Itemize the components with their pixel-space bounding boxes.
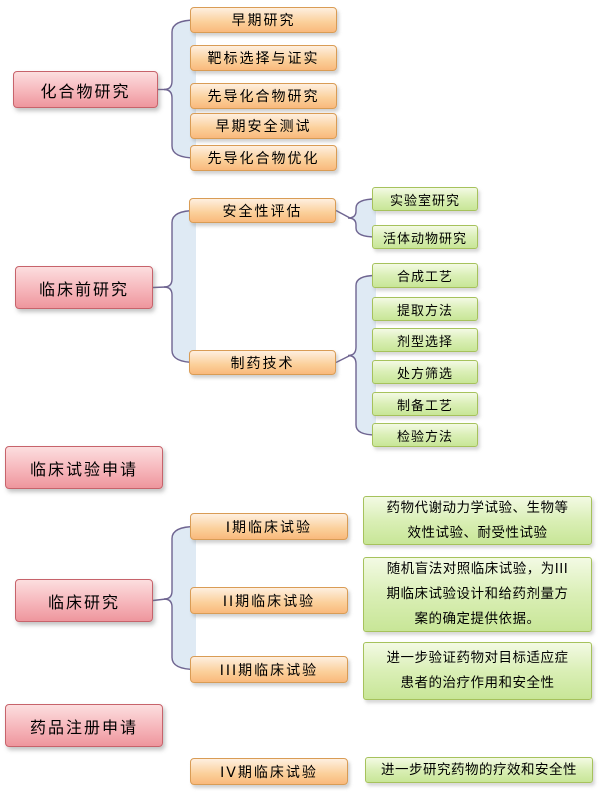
- node-phase-1-clinical-trial: I期临床试验: [190, 513, 348, 540]
- node-detail-preparation-process: 制备工艺: [372, 392, 478, 416]
- node-desc-phase-4: 进一步研究药物的疗效和安全性: [365, 757, 593, 783]
- connector-brace-clinical: [152, 525, 197, 671]
- node-detail-dosage-form-selection: 剂型选择: [372, 328, 478, 352]
- node-stage-compound-research: 化合物研究: [13, 71, 158, 108]
- node-stage-clinical-research: 临床研究: [15, 579, 153, 622]
- node-detail-live-animal-research: 活体动物研究: [372, 225, 478, 249]
- connector-brace-compound: [158, 19, 197, 159]
- node-desc-phase-3: 进一步验证药物对目标适应症 患者的治疗作用和安全性: [363, 642, 592, 700]
- node-detail-extraction-method: 提取方法: [372, 297, 478, 321]
- node-phase-lead-compound-optimization: 先导化合物优化: [190, 145, 337, 171]
- node-stage-clinical-trial-application: 临床试验申请: [5, 446, 163, 489]
- connector-brace-pharmtech: [335, 274, 377, 436]
- connector-brace-preclinical: [152, 209, 197, 364]
- node-phase-early-research: 早期研究: [190, 7, 337, 33]
- node-detail-inspection-method: 检验方法: [372, 423, 478, 447]
- node-phase-early-safety-testing: 早期安全测试: [190, 113, 337, 139]
- node-desc-phase-1: 药物代谢动力学试验、生物等 效性试验、耐受性试验: [363, 496, 592, 545]
- node-phase-4-clinical-trial: IV期临床试验: [190, 758, 348, 785]
- node-phase-pharma-technology: 制药技术: [189, 350, 336, 375]
- node-detail-synthesis-process: 合成工艺: [372, 263, 478, 288]
- node-stage-drug-registration-application: 药品注册申请: [5, 704, 163, 747]
- node-phase-lead-compound-research: 先导化合物研究: [190, 83, 337, 109]
- node-phase-safety-evaluation: 安全性评估: [189, 198, 336, 223]
- node-stage-preclinical-research: 临床前研究: [15, 266, 153, 309]
- node-detail-laboratory-research: 实验室研究: [372, 187, 478, 211]
- connector-brace-safety: [335, 198, 377, 238]
- node-phase-target-selection: 靶标选择与证实: [190, 45, 337, 71]
- node-detail-formula-screening: 处方筛选: [372, 360, 478, 384]
- node-phase-2-clinical-trial: II期临床试验: [190, 587, 348, 614]
- node-desc-phase-2: 随机盲法对照临床试验，为III 期临床试验设计和给药剂量方 案的确定提供依据。: [363, 557, 592, 632]
- node-phase-3-clinical-trial: III期临床试验: [190, 656, 348, 683]
